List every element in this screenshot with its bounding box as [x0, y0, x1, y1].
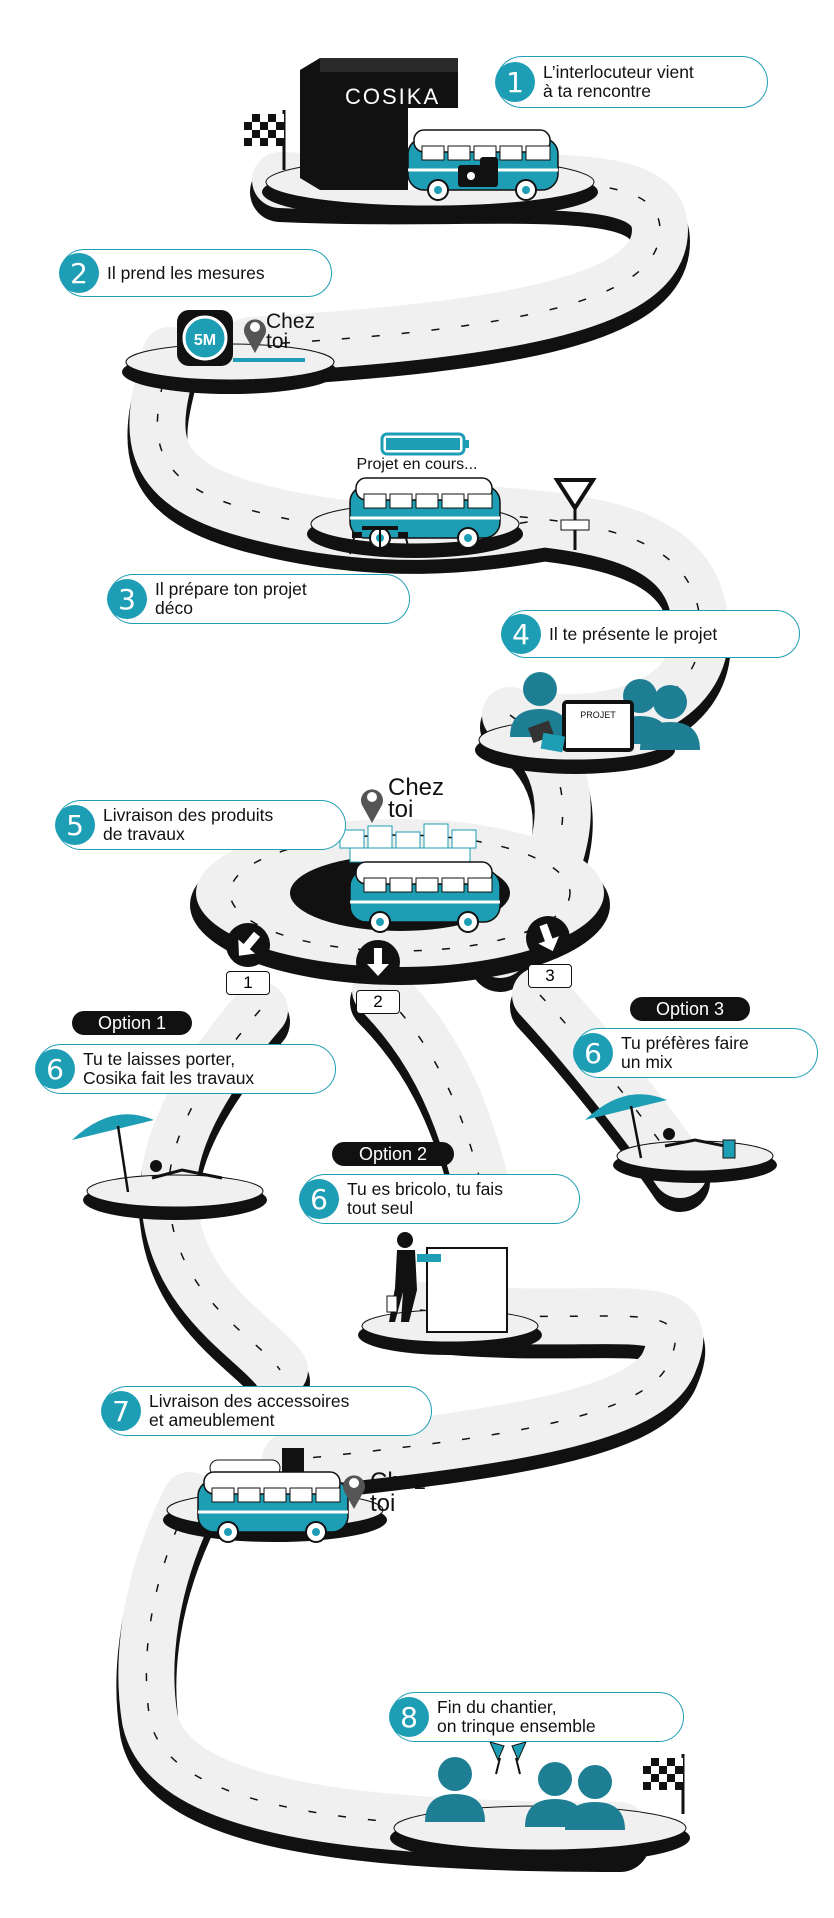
- step-text: Livraison des accessoires: [149, 1391, 350, 1411]
- step-text: de travaux: [103, 824, 185, 844]
- step-text: Tu te laisses porter,: [83, 1049, 236, 1069]
- option-2-label: Option 2: [332, 1142, 454, 1166]
- champagne-glasses-icon: [489, 1741, 527, 1775]
- location-pin-icon: [361, 777, 383, 823]
- luggage-icon: [458, 157, 498, 187]
- step-number: 5: [55, 805, 95, 845]
- step-number: 2: [59, 253, 99, 293]
- person-icon: [565, 1765, 625, 1830]
- yield-sign-icon: [553, 478, 597, 550]
- project-status: Projet en cours...: [357, 456, 478, 473]
- parasol-icon: [585, 1094, 736, 1159]
- step-text: Livraison des produits: [103, 805, 274, 825]
- step-text: Il prend les mesures: [107, 262, 265, 283]
- road: [118, 152, 729, 1858]
- step-number: 7: [101, 1391, 141, 1431]
- brand-logo: COSIKA: [345, 84, 440, 109]
- tape-measure-icon: 5M: [177, 310, 305, 366]
- branch-number-1: 1: [226, 971, 270, 995]
- platform-option3: [613, 1140, 777, 1183]
- samples-icon: [528, 720, 566, 753]
- step-number: 3: [107, 579, 147, 619]
- step-number: 6: [299, 1179, 339, 1219]
- step-text: à ta rencontre: [543, 81, 651, 101]
- step-text: Fin du chantier,: [437, 1697, 557, 1717]
- step-text: et ameublement: [149, 1410, 275, 1430]
- branch-number-2: 2: [356, 990, 400, 1014]
- battery-icon: [380, 432, 469, 456]
- step-number: 1: [495, 62, 535, 102]
- step-text: Cosika fait les travaux: [83, 1068, 255, 1088]
- step-text: tout seul: [347, 1198, 414, 1218]
- step-2-pill: 2 Il prend les mesures: [59, 249, 332, 297]
- step-text: Tu es bricolo, tu fais: [347, 1179, 503, 1199]
- van-icon: [196, 1470, 350, 1544]
- arrow-down-icon: [356, 940, 400, 984]
- van-icon: [348, 860, 502, 934]
- van-icon: [348, 476, 502, 550]
- step-text: un mix: [621, 1052, 673, 1072]
- step-number: 6: [35, 1049, 75, 1089]
- step-text: L’interlocuteur vient: [543, 62, 694, 82]
- table-chairs-icon: [349, 526, 411, 555]
- platform-option1: [83, 1174, 267, 1220]
- option-3-label: Option 3: [630, 997, 750, 1021]
- painter-icon: [386, 1232, 508, 1333]
- step-text: déco: [155, 598, 193, 618]
- parasol-icon: [72, 1114, 223, 1193]
- step-text: Il prépare ton projet: [155, 579, 307, 599]
- step-8-pill: 8 Fin du chantier,on trinque ensemble: [389, 1692, 684, 1742]
- board-label: PROJET: [580, 710, 616, 720]
- step-text: Tu préfères faire: [621, 1033, 749, 1053]
- step-6-option1-pill: 6 Tu te laisses porter,Cosika fait les t…: [35, 1044, 336, 1094]
- step-number: 4: [501, 614, 541, 654]
- option-1-label: Option 1: [72, 1011, 192, 1035]
- boxes-icon: [339, 823, 477, 863]
- step-number: 6: [573, 1033, 613, 1073]
- step-number: 8: [389, 1697, 429, 1737]
- step-text: on trinque ensemble: [437, 1716, 596, 1736]
- presentation-board-icon: PROJET: [562, 700, 634, 752]
- step-4-pill: 4 Il te présente le projet: [501, 610, 800, 658]
- person-icon: [425, 1757, 485, 1822]
- step-text: Il te présente le projet: [549, 623, 718, 644]
- checkered-flag-icon: [641, 1752, 685, 1816]
- branch-number-3: 3: [528, 964, 572, 988]
- tape-measure-label: 5M: [194, 332, 216, 349]
